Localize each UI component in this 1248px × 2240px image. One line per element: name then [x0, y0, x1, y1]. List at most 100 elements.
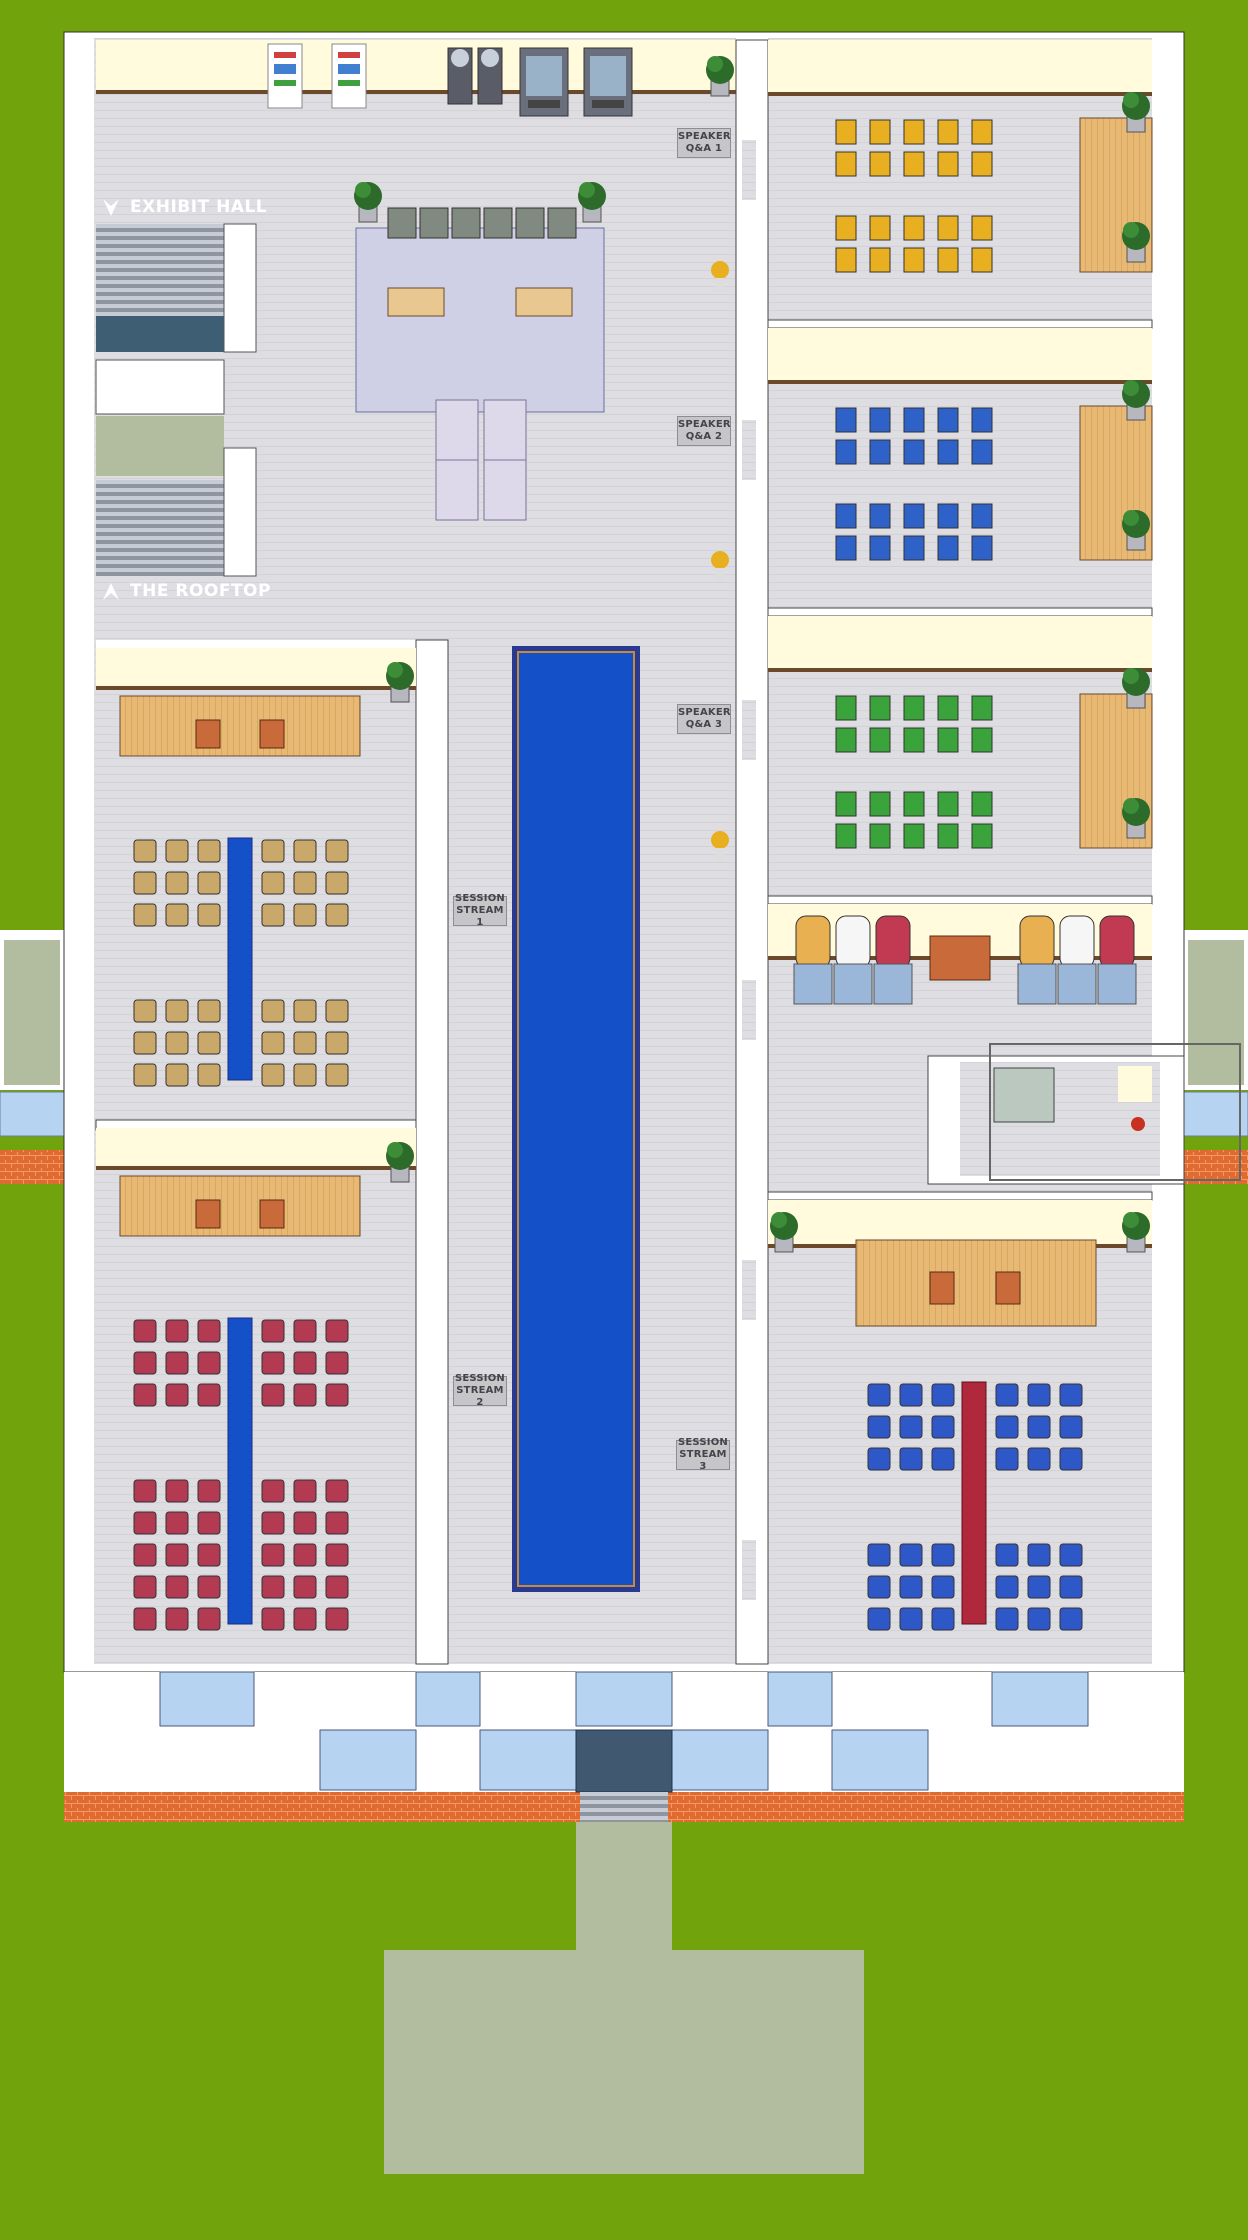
session-stream-3-chair [867, 1575, 891, 1599]
booth-chair [835, 915, 871, 969]
session-stream-1-chair [165, 839, 189, 863]
session-stream-1-chair [293, 839, 317, 863]
sign-line: SESSION [678, 1437, 728, 1448]
entrance-door [575, 1729, 673, 1793]
speaker-qa-3-chair [835, 791, 857, 817]
session-stream-2-chair [325, 1543, 349, 1567]
plant-leaves [771, 1212, 787, 1228]
stairs-rail [223, 223, 257, 353]
speaker-qa-2-chair [835, 503, 857, 529]
speaker-qa-3-chair [835, 695, 857, 721]
rooftop-stairs [96, 480, 224, 576]
speaker-qa-2-chair [937, 503, 959, 529]
session-stream-1-back-wall [96, 648, 416, 688]
speaker-qa-2-chair [835, 535, 857, 561]
doorway [742, 420, 756, 480]
flower-pot [716, 278, 724, 292]
booth-chair [1019, 915, 1055, 969]
session-stream-2-chair [293, 1319, 317, 1343]
session-stream-2-chair [165, 1351, 189, 1375]
lounge-armchair [435, 399, 479, 461]
doorway [742, 1540, 756, 1600]
session-stream-2-chair [293, 1543, 317, 1567]
lobby-wall-trim [96, 90, 736, 94]
lounge-rug [355, 227, 605, 413]
session-stream-3-chair [1059, 1607, 1083, 1631]
plant-leaves [1123, 1212, 1139, 1228]
kitchen-overlay [989, 1043, 1241, 1181]
exhibit-hall-label: EXHIBIT HALL [130, 197, 268, 217]
session-stream-2-wall-trim [96, 1166, 416, 1170]
session-stream-3-chair [1027, 1447, 1051, 1471]
session-stream-1-chair [293, 1063, 317, 1087]
speaker-qa-1-chair [971, 151, 993, 177]
plant-leaves [355, 182, 371, 198]
session-stream-1-chair [293, 903, 317, 927]
session-stream-1-chair [165, 1063, 189, 1087]
session-stream-1-chair [293, 871, 317, 895]
session-stream-2-chair [261, 1383, 285, 1407]
speaker-qa-3-chair [937, 727, 959, 753]
session-stream-2-chair [325, 1319, 349, 1343]
speaker-qa-1-chair [869, 119, 891, 145]
speaker-qa-2-chair [835, 439, 857, 465]
sign-line: Q&A 2 [685, 431, 723, 442]
speaker-qa-3-chair [869, 823, 891, 849]
window [479, 1729, 577, 1791]
exhibit-hall-stairs-label[interactable]: EXHIBIT HALL [100, 196, 267, 218]
plant-leaves [707, 56, 723, 72]
speaker-qa-2-chair [903, 535, 925, 561]
kitchen-cart [993, 1067, 1055, 1123]
session-stream-2-chair [325, 1575, 349, 1599]
session-stream-1-chair [261, 1063, 285, 1087]
speaker-qa-2-bottom-wall [767, 607, 1153, 617]
session-stream-1-chair [133, 999, 157, 1023]
speaker-qa-2-chair [869, 503, 891, 529]
poster-strip [338, 52, 360, 58]
session-stream-3-chair [931, 1415, 955, 1439]
speaker-qa-3-bottom-wall [767, 895, 1153, 905]
speaker-qa-2-chair [937, 407, 959, 433]
session-stream-1-chair [325, 839, 349, 863]
session-stream-2-chair [293, 1511, 317, 1535]
flower-plant [711, 551, 729, 569]
coffee-pot [451, 49, 469, 67]
speaker-qa-1-chair [971, 119, 993, 145]
session-stream-2-chair [197, 1319, 221, 1343]
room-wall [767, 1191, 1153, 1201]
speaker-qa-1-bottom-wall [767, 319, 1153, 329]
session-stream-1-chair [197, 1031, 221, 1055]
session-stream-1-chair [325, 903, 349, 927]
session-stream-2-chair [197, 1607, 221, 1631]
speaker-qa-1-chair [937, 247, 959, 273]
reception-desk [929, 935, 991, 981]
speaker-qa-3-chair [835, 823, 857, 849]
speaker-qa-3-chair [971, 695, 993, 721]
session-stream-3-chair [1027, 1383, 1051, 1407]
coffee-table [515, 287, 573, 317]
speaker-qa-1-wall-trim [768, 92, 1152, 96]
session-stream-3-chair [995, 1415, 1019, 1439]
session-stream-2-chair [261, 1575, 285, 1599]
rooftop-stairs-label[interactable]: THE ROOFTOP [100, 580, 271, 602]
west-annex-floor [4, 940, 60, 1085]
plant-leaves [1123, 798, 1139, 814]
sign-line: Q&A 1 [685, 143, 723, 154]
window [831, 1729, 929, 1791]
session-stream-1-chair [133, 871, 157, 895]
session-stream-1-chair [133, 903, 157, 927]
poster-strip [338, 80, 360, 86]
lounge-seat [483, 207, 513, 239]
session-stream-2-chair [197, 1479, 221, 1503]
session-stream-3-chair [995, 1447, 1019, 1471]
booth-chair [1059, 915, 1095, 969]
speaker-qa-1-chair [835, 151, 857, 177]
session-stream-2-chair [325, 1511, 349, 1535]
session-stream-3-podium [929, 1271, 955, 1305]
session-stream-2-chair [133, 1351, 157, 1375]
session-stream-1-chair [165, 871, 189, 895]
speaker-qa-1-chair [835, 119, 857, 145]
session-stream-2-chair [165, 1575, 189, 1599]
session-stream-1-chair [293, 999, 317, 1023]
